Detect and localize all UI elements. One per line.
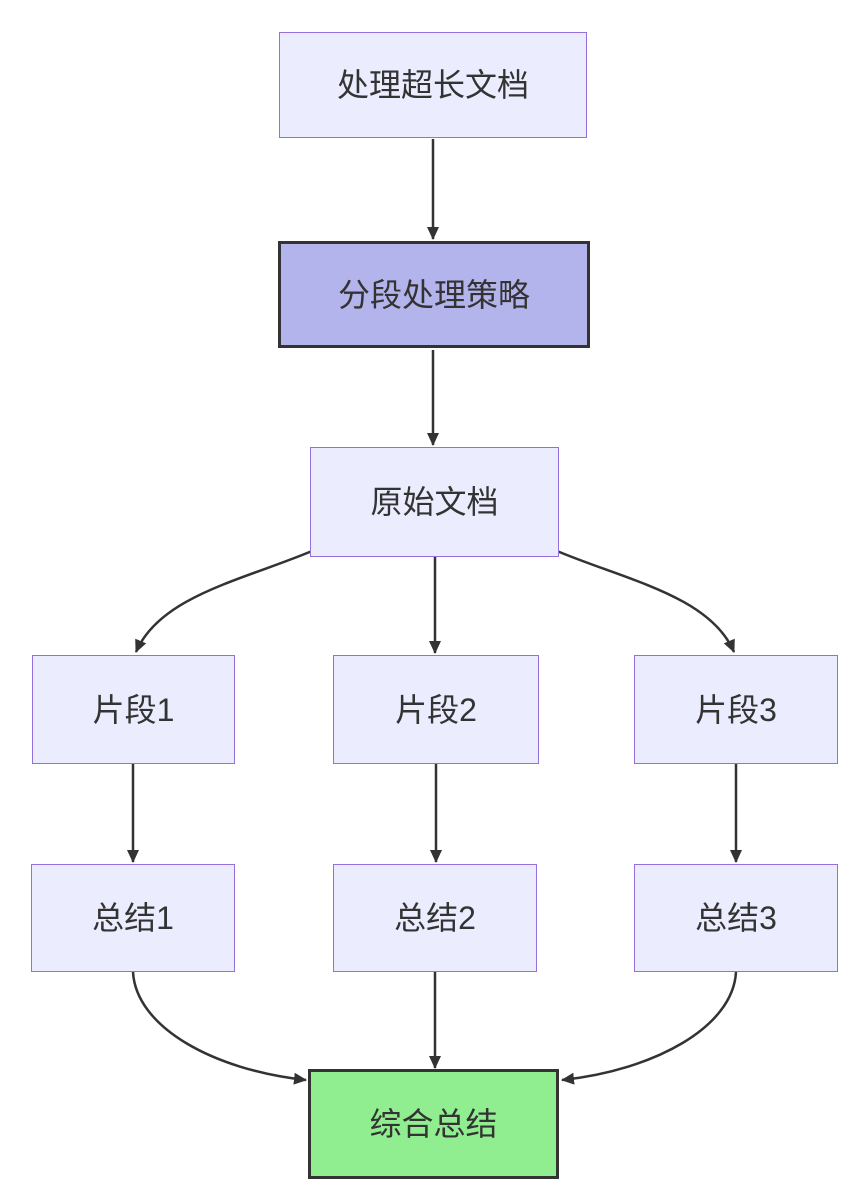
node-final: 综合总结 <box>308 1069 559 1179</box>
node-strategy: 分段处理策略 <box>278 241 590 348</box>
node-sum1-label: 总结1 <box>92 900 174 936</box>
node-seg1-label: 片段1 <box>92 691 175 728</box>
node-final-label: 综合总结 <box>369 1106 498 1142</box>
node-seg3: 片段3 <box>634 655 838 764</box>
node-sum3: 总结3 <box>634 864 838 972</box>
edge-sum1-final <box>131 971 307 1085</box>
node-task: 处理超长文档 <box>279 32 587 138</box>
node-sum2-label: 总结2 <box>394 900 476 936</box>
node-sum3-label: 总结3 <box>695 900 777 936</box>
edge-sum3-final <box>561 971 738 1085</box>
node-seg3-label: 片段3 <box>695 691 777 728</box>
edge-source-seg3 <box>556 549 736 653</box>
node-seg2-label: 片段2 <box>395 691 477 728</box>
node-source-label: 原始文档 <box>370 484 499 520</box>
edge-source-seg1 <box>134 549 313 653</box>
node-task-label: 处理超长文档 <box>336 67 529 103</box>
node-source: 原始文档 <box>310 447 559 557</box>
node-sum2: 总结2 <box>333 864 537 972</box>
node-strategy-label: 分段处理策略 <box>337 276 530 313</box>
node-seg1: 片段1 <box>32 655 235 764</box>
node-seg2: 片段2 <box>333 655 539 764</box>
node-sum1: 总结1 <box>31 864 235 972</box>
